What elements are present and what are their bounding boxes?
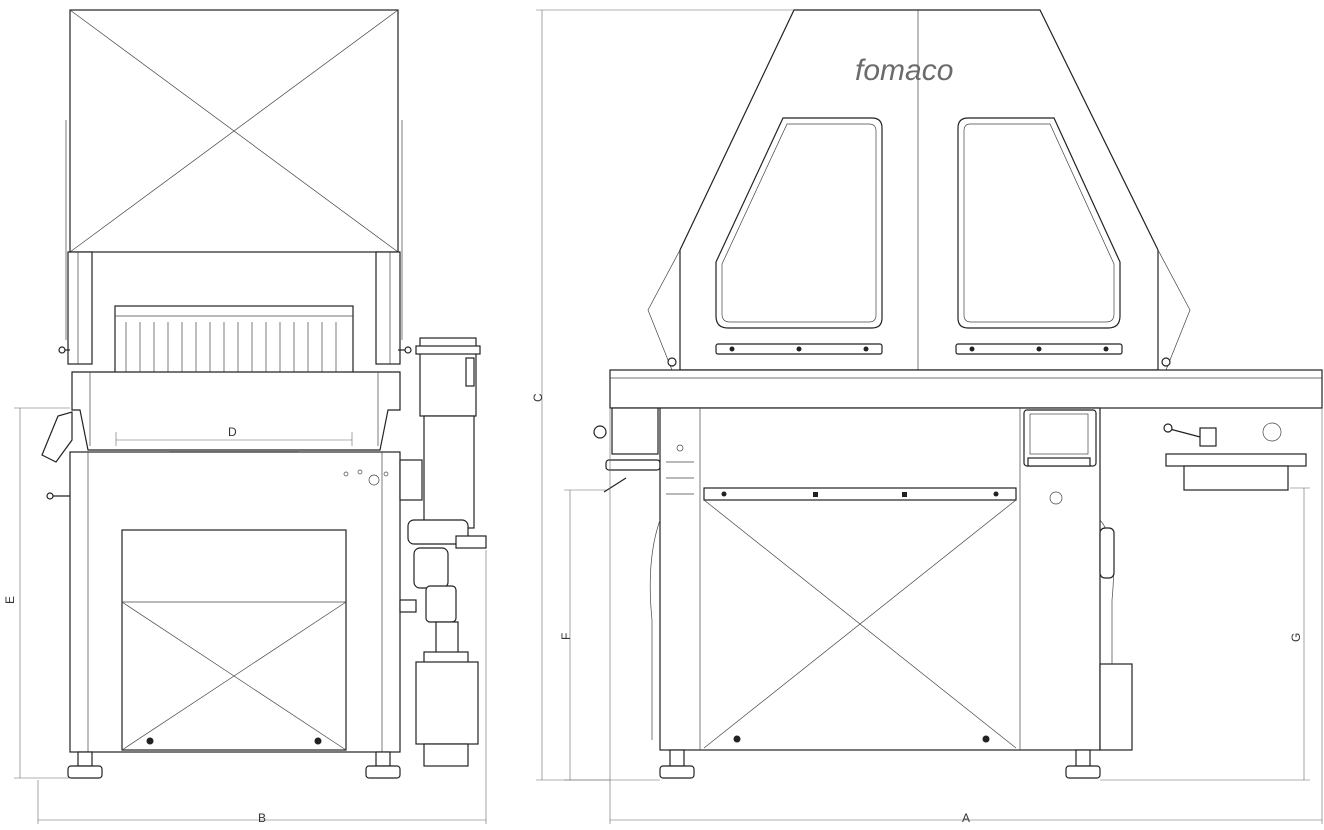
dimension-a: A bbox=[609, 408, 1323, 825]
front-view-control-panel bbox=[1023, 409, 1097, 467]
dimension-d-label: D bbox=[228, 425, 237, 439]
front-view-door bbox=[703, 487, 1017, 749]
side-view: D E B bbox=[3, 9, 487, 825]
dimension-a-label: A bbox=[962, 811, 970, 825]
dimension-g-label: G bbox=[1289, 633, 1303, 642]
dimension-b: B bbox=[37, 550, 487, 825]
dimension-g: G bbox=[1100, 487, 1310, 781]
dimension-e: E bbox=[3, 407, 70, 779]
dimension-f: F bbox=[559, 489, 610, 781]
brand-logo: fomaco bbox=[855, 54, 953, 87]
side-view-feet bbox=[67, 751, 401, 779]
dimension-d: D bbox=[115, 425, 353, 446]
side-view-motor-column bbox=[399, 337, 487, 767]
front-view-window-left bbox=[715, 117, 883, 329]
dimension-c-label: C bbox=[531, 393, 545, 402]
side-view-door bbox=[121, 529, 347, 751]
side-view-lid bbox=[65, 9, 403, 340]
dimension-e-label: E bbox=[3, 596, 17, 604]
dimension-b-label: B bbox=[258, 811, 266, 825]
front-view-feet bbox=[659, 749, 1101, 779]
dimension-f-label: F bbox=[559, 633, 573, 640]
front-view: fomaco bbox=[531, 9, 1323, 825]
front-view-window-right bbox=[957, 117, 1121, 329]
front-view-table bbox=[609, 369, 1323, 409]
